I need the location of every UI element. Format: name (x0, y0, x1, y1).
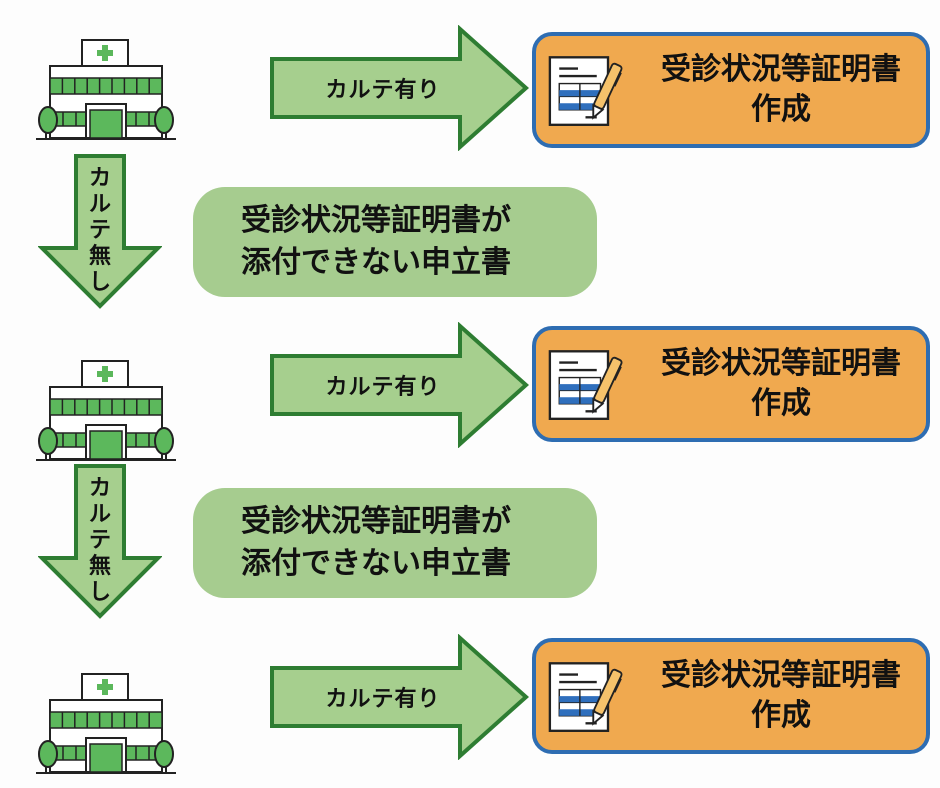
note-line2: 添付できない申立書 (241, 546, 511, 581)
has-record-arrow: カルテ有り (268, 322, 530, 448)
no-record-label: カ ル テ 無 し (88, 476, 111, 605)
hospital-icon (36, 360, 176, 461)
declaration-note-box: 受診状況等証明書が 添付できない申立書 (193, 488, 597, 598)
hospital-icon (36, 673, 176, 774)
document-with-pen-icon (548, 56, 625, 126)
result-line2: 作成 (751, 698, 811, 733)
note-line2: 添付できない申立書 (241, 245, 511, 280)
has-record-label: カルテ有り (325, 375, 441, 400)
document-with-pen-icon (548, 350, 625, 420)
declaration-note-box: 受診状況等証明書が 添付できない申立書 (193, 187, 597, 297)
has-record-arrow: カルテ有り (268, 25, 530, 151)
result-line2: 作成 (751, 386, 811, 421)
certificate-result-box: 受診状況等証明書 作成 (532, 32, 930, 148)
result-line1: 受診状況等証明書 (661, 657, 901, 693)
result-line2: 作成 (751, 92, 811, 127)
result-line1: 受診状況等証明書 (661, 345, 901, 381)
no-record-arrow: カ ル テ 無 し (38, 152, 162, 310)
has-record-label: カルテ有り (325, 687, 441, 712)
has-record-label: カルテ有り (325, 78, 441, 103)
certificate-result-box: 受診状況等証明書 作成 (532, 326, 930, 442)
has-record-arrow: カルテ有り (268, 634, 530, 760)
note-line1: 受診状況等証明書が (241, 504, 511, 539)
no-record-arrow: カ ル テ 無 し (38, 462, 162, 620)
no-record-label: カ ル テ 無 し (88, 166, 111, 295)
note-line1: 受診状況等証明書が (241, 203, 511, 238)
certificate-result-box: 受診状況等証明書 作成 (532, 638, 930, 754)
document-with-pen-icon (548, 662, 625, 732)
result-line1: 受診状況等証明書 (661, 51, 901, 87)
hospital-icon (36, 39, 176, 140)
